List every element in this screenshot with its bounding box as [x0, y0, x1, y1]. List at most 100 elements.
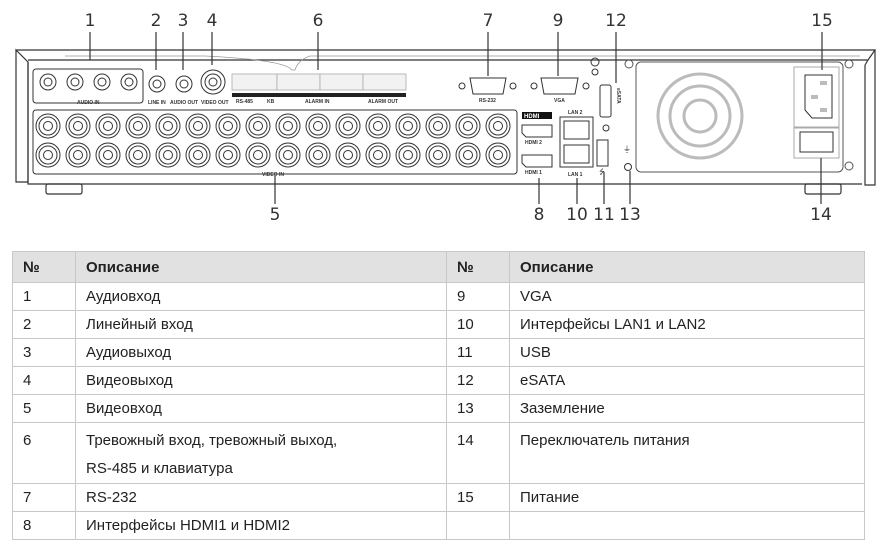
- lan1-label: LAN 1: [568, 172, 583, 178]
- row-desc: Линейный вход: [75, 310, 447, 339]
- bnc-video-in-port: [365, 142, 391, 168]
- line-in-label: LINE IN: [148, 100, 166, 106]
- ground-terminal: [624, 163, 632, 171]
- bnc-video-in-port: [485, 113, 511, 139]
- bnc-video-in-port: [335, 113, 361, 139]
- row-num: 7: [12, 483, 76, 512]
- bnc-video-in-port: [425, 113, 451, 139]
- bnc-video-in-port: [65, 142, 91, 168]
- row-desc-line: RS-485 и клавиатура: [86, 460, 233, 477]
- row-desc: VGA: [509, 282, 865, 311]
- callout-number: 1: [85, 11, 96, 31]
- alarm-terminal-blocks: [231, 73, 407, 91]
- callout-number: 14: [810, 205, 832, 225]
- ground-icon: ⏚: [623, 145, 631, 154]
- callout-number: 5: [270, 205, 281, 225]
- row-desc-line: Тревожный вход, тревожный выход,: [86, 432, 338, 449]
- bnc-video-in-port: [95, 113, 121, 139]
- row-num: 10: [446, 310, 510, 339]
- callout-number: 7: [483, 11, 494, 31]
- row-num: 2: [12, 310, 76, 339]
- row-desc: Тревожный вход, тревожный выход, RS-485 и…: [75, 422, 447, 484]
- line-in-port: [148, 75, 166, 93]
- row-num: 15: [446, 483, 510, 512]
- bnc-video-in-port: [245, 142, 271, 168]
- vga-label: VGA: [554, 98, 565, 104]
- chassis-outline: [15, 48, 29, 183]
- row-num: 5: [12, 394, 76, 423]
- header-num-left: №: [12, 251, 76, 283]
- row-num: [446, 511, 510, 540]
- bnc-video-in-port: [125, 142, 151, 168]
- row-num: 12: [446, 366, 510, 395]
- callout-number: 11: [593, 205, 615, 225]
- header-desc-left: Описание: [75, 251, 447, 283]
- psu-panel: [635, 61, 844, 173]
- bnc-video-in-port: [155, 113, 181, 139]
- bnc-video-in-port: [305, 113, 331, 139]
- bnc-video-in-port: [305, 142, 331, 168]
- esata-label: eSATA: [615, 88, 621, 104]
- audio-out-port: [175, 75, 193, 93]
- bnc-video-in-port: [275, 113, 301, 139]
- alarm-out-label: ALARM OUT: [368, 99, 398, 105]
- row-num: 8: [12, 511, 76, 540]
- lan1-port: [563, 144, 590, 164]
- video-in-label: VIDEO IN: [262, 172, 284, 178]
- bnc-video-in-port: [125, 113, 151, 139]
- callout-number: 13: [619, 205, 641, 225]
- header-num-right: №: [446, 251, 510, 283]
- callout-number: 10: [566, 205, 588, 225]
- usb-port: [596, 139, 609, 167]
- power-switch: [799, 131, 834, 153]
- bnc-video-in-port: [95, 142, 121, 168]
- bnc-video-in-port: [35, 113, 61, 139]
- lan2-label: LAN 2: [568, 110, 583, 116]
- audio-out-label: AUDIO OUT: [170, 100, 198, 106]
- row-num: 3: [12, 338, 76, 367]
- video-in-group: [32, 109, 518, 175]
- row-num: 1: [12, 282, 76, 311]
- callout-number: 3: [178, 11, 189, 31]
- video-out-label: VIDEO OUT: [201, 100, 229, 106]
- row-desc: Видеовход: [75, 394, 447, 423]
- usb-icon: ⭍: [599, 168, 605, 176]
- bnc-video-in-port: [35, 142, 61, 168]
- bnc-video-in-port: [155, 142, 181, 168]
- callout-number: 6: [313, 11, 324, 31]
- esata-port: [599, 84, 612, 118]
- rs485-label: RS-485: [236, 99, 253, 105]
- bnc-video-in-port: [455, 142, 481, 168]
- bnc-video-in-port: [335, 142, 361, 168]
- row-num: 11: [446, 338, 510, 367]
- bnc-video-in-port: [215, 113, 241, 139]
- power-socket: [804, 74, 833, 119]
- bnc-video-in-port: [455, 113, 481, 139]
- audio-in-group: [32, 68, 144, 104]
- audio-in-label: AUDIO IN: [77, 100, 100, 106]
- callout-number: 12: [605, 11, 627, 31]
- callout-number: 15: [811, 11, 833, 31]
- row-num: 14: [446, 422, 510, 484]
- row-desc: RS-232: [75, 483, 447, 512]
- alarm-in-label: ALARM IN: [305, 99, 330, 105]
- row-desc: Видеовыход: [75, 366, 447, 395]
- hdmi2-port: [521, 124, 553, 138]
- row-num: 4: [12, 366, 76, 395]
- header-desc-right: Описание: [509, 251, 865, 283]
- callout-number: 2: [151, 11, 162, 31]
- bnc-video-in-port: [185, 113, 211, 139]
- row-desc: Аудиовход: [75, 282, 447, 311]
- row-desc: Питание: [509, 483, 865, 512]
- bnc-video-in-port: [215, 142, 241, 168]
- row-desc: [509, 511, 865, 540]
- row-desc: Аудиовыход: [75, 338, 447, 367]
- row-desc: eSATA: [509, 366, 865, 395]
- callout-number: 4: [207, 11, 218, 31]
